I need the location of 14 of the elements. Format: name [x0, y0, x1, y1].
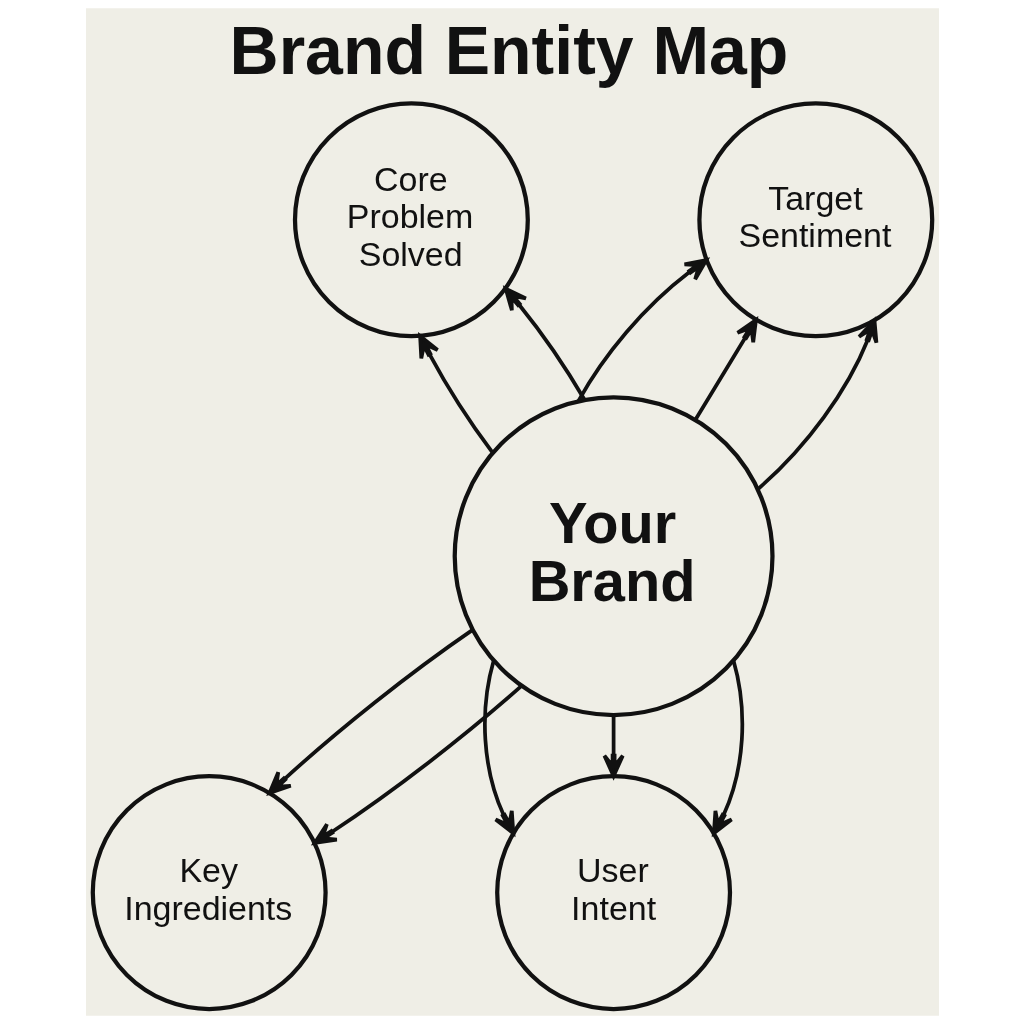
arrow [711, 660, 744, 836]
arrow [756, 318, 878, 491]
diagram-title: Brand Entity Map [229, 12, 788, 89]
arrow [312, 684, 522, 845]
arrow [482, 660, 515, 836]
node-circle: Your Brand [452, 395, 775, 718]
arrow [693, 318, 758, 421]
node-circle: Target Sentiment [696, 101, 934, 339]
arrow [417, 334, 494, 454]
arrow [267, 628, 473, 795]
node-circle: Key Ingredients [90, 774, 328, 1012]
arrow [503, 286, 586, 401]
arrow [576, 258, 708, 402]
arrow [602, 715, 625, 778]
